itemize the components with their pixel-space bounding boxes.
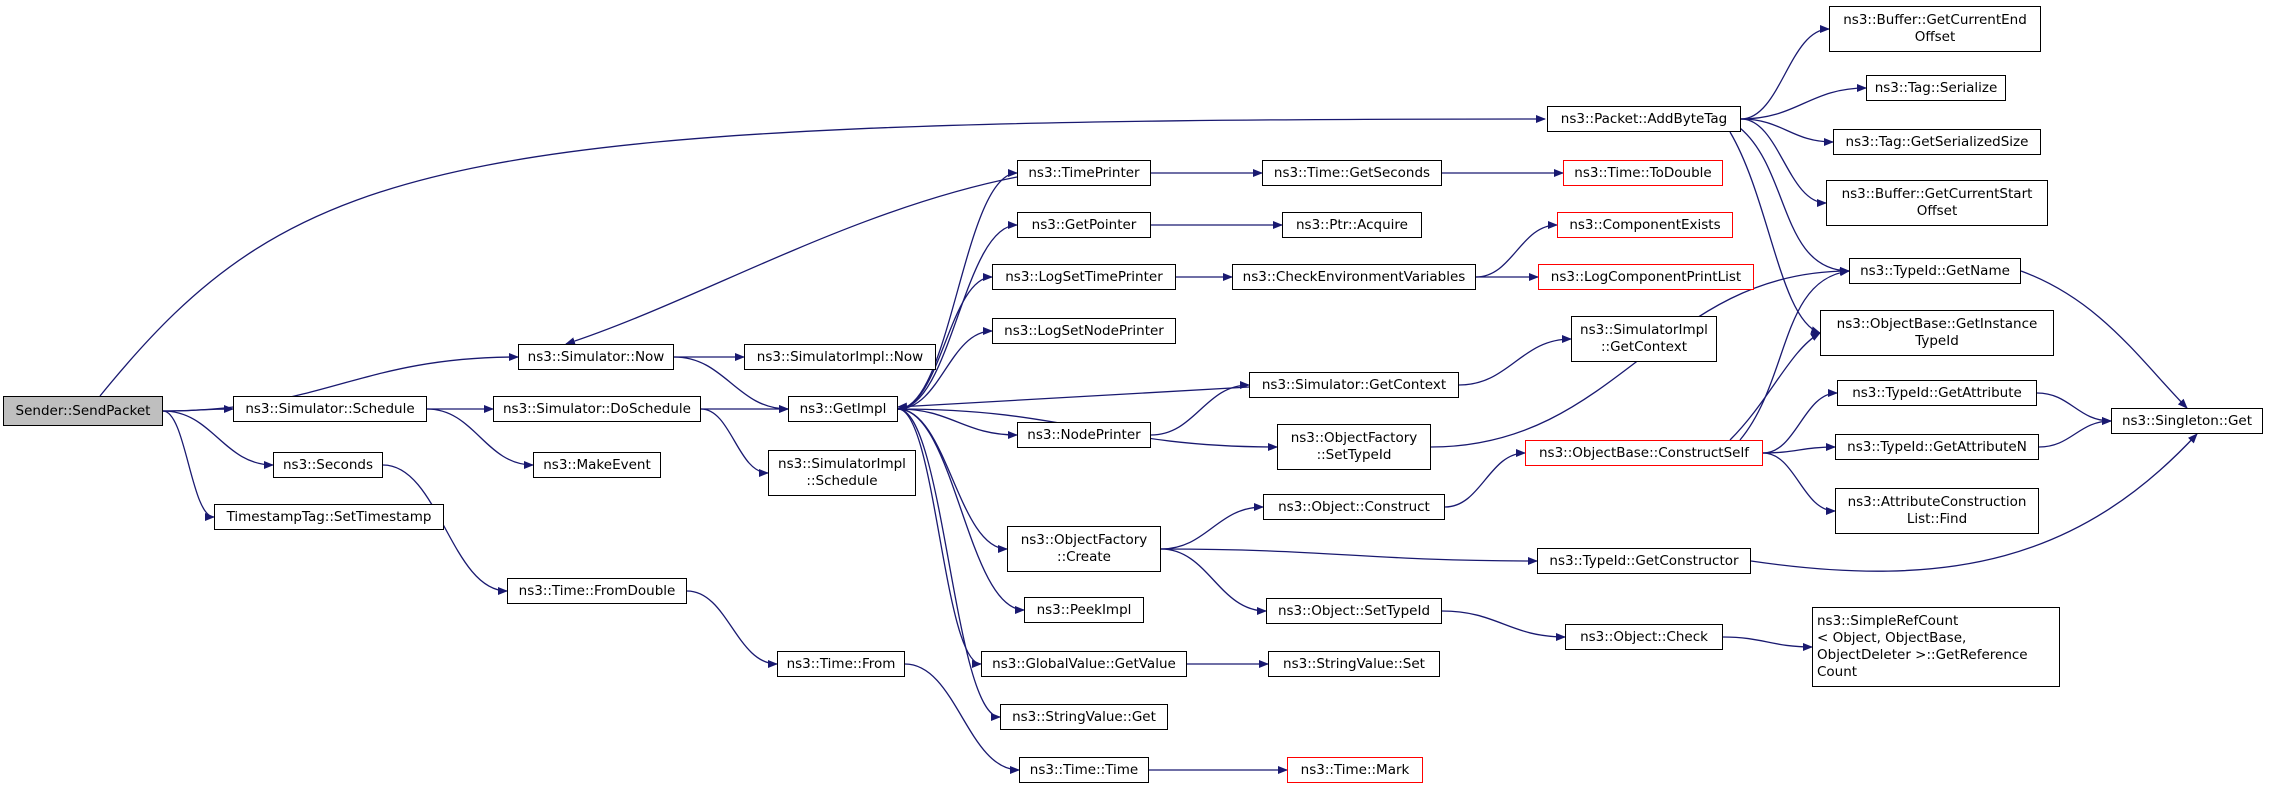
call-edge <box>1762 443 1836 454</box>
node-ofsettid[interactable]: ns3::ObjectFactory ::SetTypeId <box>1277 424 1431 470</box>
node-np[interactable]: ns3::NodePrinter <box>1017 422 1151 448</box>
call-edge <box>162 410 215 521</box>
node-obinst[interactable]: ns3::ObjectBase::GetInstance TypeId <box>1820 310 2054 356</box>
node-ofcreate[interactable]: ns3::ObjectFactory ::Create <box>1007 526 1161 572</box>
node-srefcount[interactable]: ns3::SimpleRefCount < Object, ObjectBase… <box>1812 607 2060 687</box>
node-tidname[interactable]: ns3::TypeId::GetName <box>1849 258 2021 284</box>
call-edge <box>1160 548 1538 565</box>
call-edge <box>1740 118 1827 207</box>
node-singleton[interactable]: ns3::Singleton::Get <box>2111 408 2263 434</box>
call-edge <box>2038 417 2112 448</box>
node-lsnp[interactable]: ns3::LogSetNodePrinter <box>992 318 1176 344</box>
call-edge <box>1740 84 1867 120</box>
node-getsec[interactable]: ns3::Time::GetSeconds <box>1262 160 1442 186</box>
node-acfind[interactable]: ns3::AttributeConstruction List::Find <box>1835 488 2039 534</box>
call-edge <box>1444 449 1526 508</box>
node-dosched[interactable]: ns3::Simulator::DoSchedule <box>493 396 701 422</box>
call-edge <box>1458 335 1572 386</box>
node-ts[interactable]: TimestampTag::SetTimestamp <box>214 504 444 530</box>
node-svset[interactable]: ns3::StringValue::Set <box>1268 651 1440 677</box>
node-bufstart[interactable]: ns3::Buffer::GetCurrentStart Offset <box>1826 180 2048 226</box>
node-todouble[interactable]: ns3::Time::ToDouble <box>1563 160 1723 186</box>
node-tp[interactable]: ns3::TimePrinter <box>1017 160 1151 186</box>
node-send[interactable]: Sender::SendPacket <box>3 396 163 426</box>
node-getimpl[interactable]: ns3::GetImpl <box>788 396 898 422</box>
node-peek[interactable]: ns3::PeekImpl <box>1024 597 1144 623</box>
call-edge <box>1729 131 1821 334</box>
node-tagsize[interactable]: ns3::Tag::GetSerializedSize <box>1833 129 2041 155</box>
call-edge <box>904 663 1020 774</box>
call-edge <box>897 273 993 410</box>
node-now[interactable]: ns3::Simulator::Now <box>518 344 674 370</box>
call-edge <box>162 353 519 412</box>
node-svget[interactable]: ns3::StringValue::Get <box>1000 704 1168 730</box>
call-edge <box>897 221 1018 410</box>
call-edge <box>162 410 274 469</box>
call-edge <box>1740 118 1834 146</box>
call-edge <box>686 590 778 668</box>
node-sec[interactable]: ns3::Seconds <box>273 452 383 478</box>
node-gvget[interactable]: ns3::GlobalValue::GetValue <box>981 651 1187 677</box>
call-edge <box>1160 503 1264 550</box>
node-implnow[interactable]: ns3::SimulatorImpl::Now <box>744 344 936 370</box>
node-cev[interactable]: ns3::CheckEnvironmentVariables <box>1232 264 1476 290</box>
call-edge <box>897 408 1018 439</box>
node-mkev[interactable]: ns3::MakeEvent <box>533 452 661 478</box>
call-edge <box>897 386 1250 411</box>
node-compex[interactable]: ns3::ComponentExists <box>1557 212 1733 238</box>
node-implsched[interactable]: ns3::SimulatorImpl ::Schedule <box>768 450 916 496</box>
call-edge <box>897 169 1018 410</box>
call-edge <box>1762 389 1838 454</box>
node-from[interactable]: ns3::Time::From <box>777 651 905 677</box>
node-getcons[interactable]: ns3::TypeId::GetConstructor <box>1537 548 1751 574</box>
node-lcpl[interactable]: ns3::LogComponentPrintList <box>1538 264 1754 290</box>
node-objcons[interactable]: ns3::Object::Construct <box>1263 494 1445 520</box>
node-ttime[interactable]: ns3::Time::Time <box>1019 757 1149 783</box>
node-fromd[interactable]: ns3::Time::FromDouble <box>507 578 687 604</box>
call-edge <box>2036 392 2112 425</box>
node-implctx[interactable]: ns3::SimulatorImpl ::GetContext <box>1571 316 1717 362</box>
node-getctx[interactable]: ns3::Simulator::GetContext <box>1249 372 1459 398</box>
call-edge <box>1729 332 1821 441</box>
call-edge <box>1750 433 2198 572</box>
call-edge <box>1475 221 1558 278</box>
call-edge <box>897 408 982 668</box>
node-cself[interactable]: ns3::ObjectBase::ConstructSelf <box>1525 440 1763 466</box>
node-tidattrn[interactable]: ns3::TypeId::GetAttributeN <box>1835 434 2039 460</box>
node-addtag[interactable]: ns3::Packet::AddByteTag <box>1547 106 1741 132</box>
call-edge <box>565 176 1018 345</box>
call-edge <box>673 356 789 413</box>
call-edge <box>1160 548 1267 615</box>
node-sched[interactable]: ns3::Simulator::Schedule <box>233 396 427 422</box>
call-edge <box>1150 381 1250 436</box>
call-edge <box>1740 25 1830 120</box>
node-tagser[interactable]: ns3::Tag::Serialize <box>1866 75 2006 101</box>
call-edge <box>1441 610 1566 641</box>
call-edge <box>382 464 508 595</box>
node-check[interactable]: ns3::Object::Check <box>1565 624 1723 650</box>
node-objsettid[interactable]: ns3::Object::SetTypeId <box>1266 598 1442 624</box>
call-edge <box>897 408 1025 614</box>
call-edge <box>1739 127 1850 275</box>
call-edge <box>1739 268 1850 441</box>
node-bufend[interactable]: ns3::Buffer::GetCurrentEnd Offset <box>1829 6 2041 52</box>
call-edge <box>700 408 769 477</box>
node-mark[interactable]: ns3::Time::Mark <box>1287 757 1423 783</box>
call-edge <box>1762 452 1836 515</box>
call-edge <box>99 115 1546 397</box>
call-edge <box>426 408 534 469</box>
call-edge <box>1722 636 1813 651</box>
node-tidattr[interactable]: ns3::TypeId::GetAttribute <box>1837 380 2037 406</box>
node-lstp[interactable]: ns3::LogSetTimePrinter <box>992 264 1176 290</box>
node-getptr[interactable]: ns3::GetPointer <box>1017 212 1151 238</box>
call-edge <box>2020 270 2188 409</box>
node-acq[interactable]: ns3::Ptr::Acquire <box>1282 212 1422 238</box>
call-edge <box>897 408 1001 721</box>
